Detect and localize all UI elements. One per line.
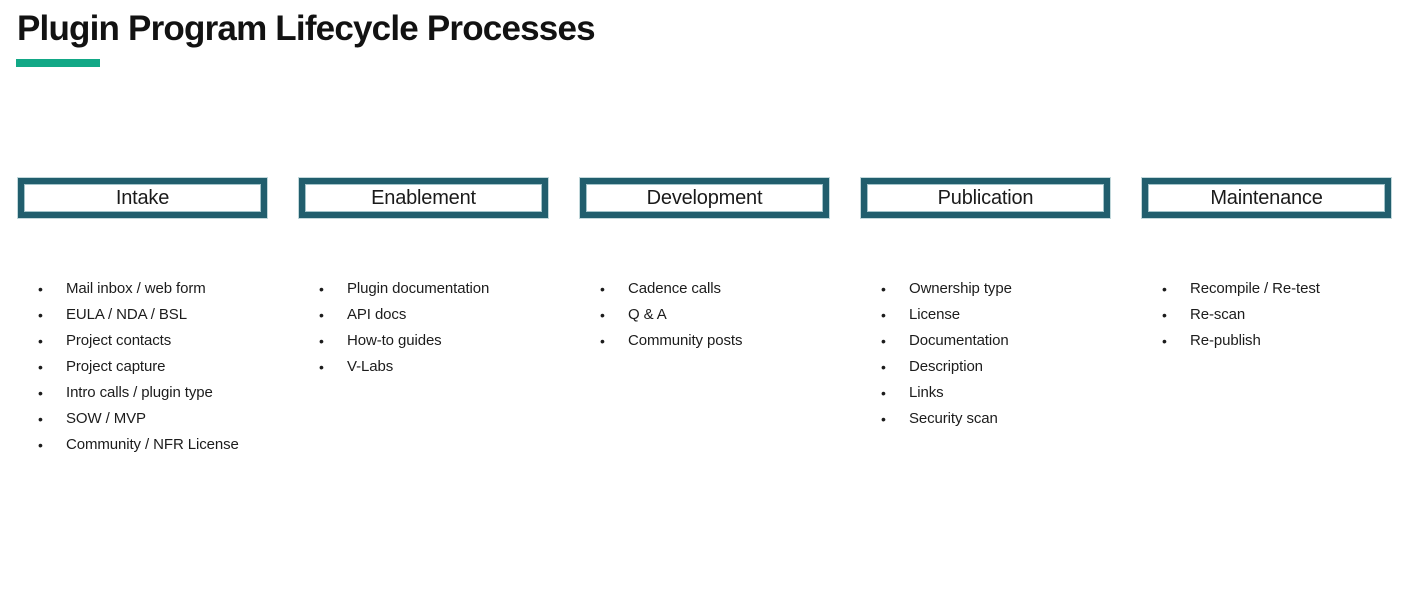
list-item-text: EULA / NDA / BSL (66, 306, 187, 323)
list-item: • Re-publish (1142, 328, 1391, 354)
list-item-text: Community posts (628, 332, 743, 349)
bullet-icon: • (38, 307, 43, 323)
list-item-text: Security scan (909, 410, 998, 427)
list-item: • EULA / NDA / BSL (18, 302, 267, 328)
list-item: • API docs (299, 302, 548, 328)
list-item: • SOW / MVP (18, 406, 267, 432)
list-item: • Description (861, 354, 1110, 380)
list-item: • Plugin documentation (299, 276, 548, 302)
list-item-text: License (909, 306, 961, 323)
stage-header-label: Publication (937, 186, 1034, 209)
stage-header-box: Maintenance (1142, 178, 1391, 218)
lifecycle-column: Enablement • Plugin documentation • API … (299, 178, 548, 458)
list-item-text: Mail inbox / web form (66, 280, 206, 297)
stage-header-label: Development (646, 186, 763, 209)
list-item-text: Community / NFR License (66, 436, 239, 453)
bullet-icon: • (38, 437, 43, 453)
page-title: Plugin Program Lifecycle Processes (17, 9, 596, 48)
bullet-icon: • (38, 359, 43, 375)
list-item: • Project capture (18, 354, 267, 380)
list-item-text: Cadence calls (628, 280, 721, 297)
title-accent-bar (16, 59, 100, 67)
lifecycle-columns: Intake • Mail inbox / web form • EULA / … (18, 178, 1391, 458)
list-item: • Intro calls / plugin type (18, 380, 267, 406)
bullet-icon: • (38, 411, 43, 427)
list-item-text: Recompile / Re-test (1190, 280, 1320, 297)
list-item: • License (861, 302, 1110, 328)
bullet-icon: • (38, 333, 43, 349)
stage-item-list: • Recompile / Re-test • Re-scan • Re-pub… (1142, 276, 1391, 354)
bullet-icon: • (881, 411, 886, 427)
list-item-text: Project capture (66, 358, 166, 375)
bullet-icon: • (319, 333, 324, 349)
lifecycle-column: Development • Cadence calls • Q & A • Co… (580, 178, 829, 458)
bullet-icon: • (1162, 281, 1167, 297)
list-item: • How-to guides (299, 328, 548, 354)
list-item-text: Plugin documentation (347, 280, 490, 297)
stage-item-list: • Ownership type • License • Documentati… (861, 276, 1110, 432)
list-item: • Project contacts (18, 328, 267, 354)
list-item-text: How-to guides (347, 332, 442, 349)
list-item: • Q & A (580, 302, 829, 328)
bullet-icon: • (600, 281, 605, 297)
stage-header-box: Publication (861, 178, 1110, 218)
list-item-text: Re-scan (1190, 306, 1246, 323)
list-item: • Re-scan (1142, 302, 1391, 328)
bullet-icon: • (1162, 307, 1167, 323)
list-item-text: SOW / MVP (66, 410, 146, 427)
list-item-text: V-Labs (347, 358, 394, 375)
stage-header-box: Enablement (299, 178, 548, 218)
list-item: • Community / NFR License (18, 432, 267, 458)
lifecycle-column: Intake • Mail inbox / web form • EULA / … (18, 178, 267, 458)
list-item-text: API docs (347, 306, 407, 323)
lifecycle-column: Publication • Ownership type • License •… (861, 178, 1110, 458)
list-item: • Mail inbox / web form (18, 276, 267, 302)
list-item: • Community posts (580, 328, 829, 354)
stage-item-list: • Cadence calls • Q & A • Community post… (580, 276, 829, 354)
list-item-text: Links (909, 384, 944, 401)
list-item-text: Intro calls / plugin type (66, 384, 213, 401)
list-item-text: Re-publish (1190, 332, 1261, 349)
stage-header-label: Intake (115, 186, 170, 209)
bullet-icon: • (1162, 333, 1167, 349)
list-item-text: Ownership type (909, 280, 1012, 297)
bullet-icon: • (881, 359, 886, 375)
stage-header-label: Enablement (371, 186, 476, 209)
list-item: • Security scan (861, 406, 1110, 432)
list-item-text: Q & A (628, 306, 667, 323)
stage-header-box: Development (580, 178, 829, 218)
bullet-icon: • (600, 333, 605, 349)
stage-header-label: Maintenance (1210, 186, 1323, 209)
bullet-icon: • (881, 333, 886, 349)
stage-item-list: • Mail inbox / web form • EULA / NDA / B… (18, 276, 267, 458)
bullet-icon: • (38, 281, 43, 297)
bullet-icon: • (600, 307, 605, 323)
bullet-icon: • (38, 385, 43, 401)
bullet-icon: • (319, 281, 324, 297)
stage-header-box: Intake (18, 178, 267, 218)
list-item-text: Documentation (909, 332, 1009, 349)
bullet-icon: • (881, 281, 886, 297)
bullet-icon: • (881, 385, 886, 401)
bullet-icon: • (881, 307, 886, 323)
list-item: • Links (861, 380, 1110, 406)
list-item: • Documentation (861, 328, 1110, 354)
list-item: • Ownership type (861, 276, 1110, 302)
list-item-text: Description (909, 358, 983, 375)
bullet-icon: • (319, 359, 324, 375)
list-item: • Recompile / Re-test (1142, 276, 1391, 302)
stage-item-list: • Plugin documentation • API docs • How-… (299, 276, 548, 380)
list-item: • Cadence calls (580, 276, 829, 302)
bullet-icon: • (319, 307, 324, 323)
lifecycle-column: Maintenance • Recompile / Re-test • Re-s… (1142, 178, 1391, 458)
list-item: • V-Labs (299, 354, 548, 380)
list-item-text: Project contacts (66, 332, 172, 349)
